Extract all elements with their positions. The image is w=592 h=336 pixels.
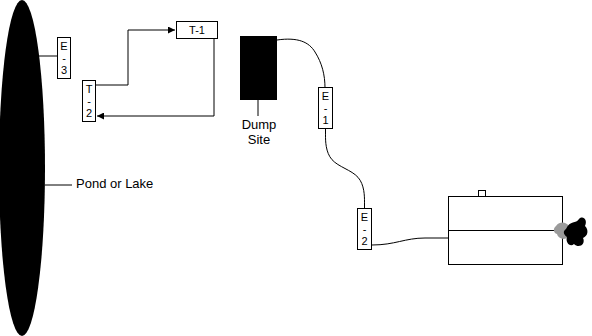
building-lower bbox=[449, 231, 563, 265]
building-upper bbox=[449, 197, 563, 231]
pipe-line bbox=[38, 56, 58, 57]
flow-connector bbox=[96, 30, 175, 85]
pipe-line bbox=[372, 238, 448, 245]
box-label: E-2 bbox=[360, 211, 368, 247]
leader-line bbox=[45, 185, 72, 186]
pond-shape bbox=[0, 0, 45, 336]
box-label: T-1 bbox=[189, 24, 205, 36]
box-label: E-1 bbox=[321, 90, 329, 126]
equipment-box: E-1 bbox=[318, 87, 333, 129]
pipe-line bbox=[277, 39, 325, 88]
equipment-box: E-3 bbox=[57, 37, 71, 79]
flow-connector bbox=[326, 129, 365, 208]
equipment-box: T-1 bbox=[176, 21, 218, 39]
equipment-box: E-2 bbox=[357, 208, 372, 250]
dump-site-shape bbox=[240, 36, 277, 100]
box-label: E-3 bbox=[60, 40, 68, 76]
flow-connector bbox=[97, 39, 214, 116]
site-label: Dump Site bbox=[236, 118, 282, 148]
box-label: T-2 bbox=[85, 83, 93, 119]
chimney bbox=[479, 191, 486, 197]
leader-line bbox=[258, 100, 259, 116]
smoke-plume bbox=[564, 218, 588, 246]
equipment-box: T-2 bbox=[82, 80, 96, 122]
site-label: Pond or Lake bbox=[75, 177, 177, 192]
